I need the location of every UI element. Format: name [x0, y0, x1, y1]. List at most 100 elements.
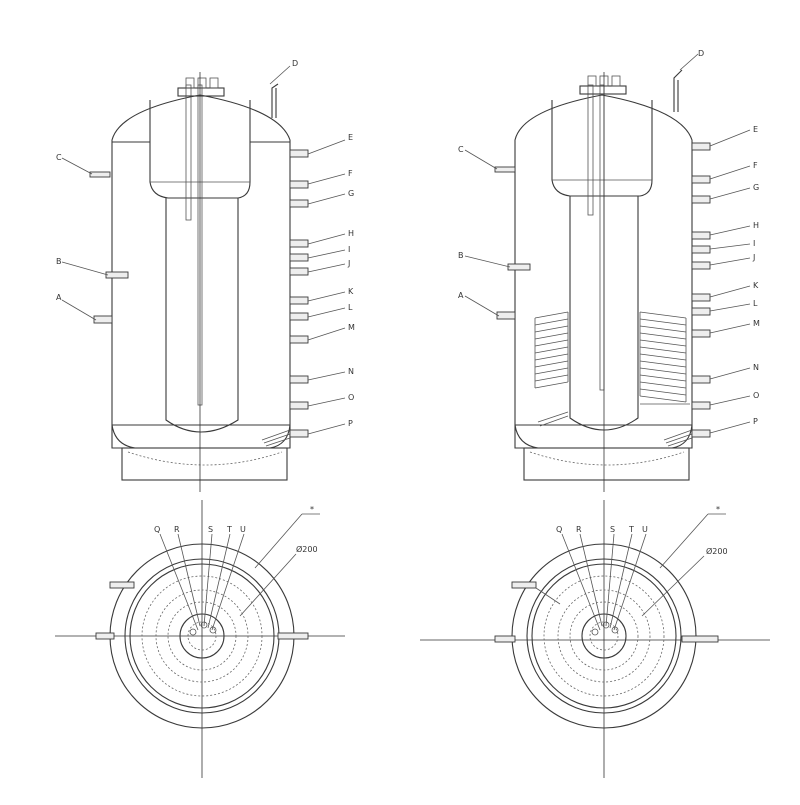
leader-U	[211, 533, 245, 631]
leader-C	[464, 149, 498, 170]
connection-H	[691, 231, 711, 240]
connection-G	[691, 195, 711, 204]
leader-Q	[159, 533, 199, 631]
label-F: F	[348, 169, 353, 178]
vent-pipe	[673, 69, 683, 112]
connection-E	[289, 149, 309, 158]
connection-B	[507, 263, 531, 271]
leader-T	[207, 533, 231, 629]
label-U: U	[240, 525, 246, 534]
flange-bolt	[185, 77, 195, 89]
label-I: I	[348, 245, 350, 254]
connection-E	[691, 142, 711, 151]
label-H: H	[753, 221, 759, 230]
connection-N	[289, 375, 309, 384]
label-F: F	[753, 161, 758, 170]
leader-P	[709, 421, 751, 434]
label-Q: Q	[154, 525, 160, 534]
leader-K	[709, 285, 751, 298]
connection-M	[691, 329, 711, 338]
port-hole	[189, 628, 197, 636]
label-star: *	[310, 505, 314, 514]
label-L: L	[753, 299, 758, 308]
leader-M	[709, 323, 751, 334]
flange-bolt	[197, 77, 207, 89]
leader-C	[61, 157, 93, 175]
connection-J	[691, 261, 711, 270]
label-S: S	[208, 525, 213, 534]
connection-M	[289, 335, 309, 344]
leader-G	[307, 193, 346, 205]
leader-dim	[239, 553, 297, 617]
leader-D	[679, 53, 699, 71]
leader-B	[464, 255, 511, 268]
label-B: B	[56, 257, 62, 266]
leader-P	[307, 423, 346, 435]
anode-rod	[185, 84, 192, 221]
leader-O	[709, 395, 751, 406]
leader-K	[307, 291, 346, 302]
leader-E	[307, 139, 346, 155]
hidden-circle	[141, 575, 263, 697]
leader-D	[269, 65, 291, 85]
label-C: C	[458, 145, 464, 154]
leader-R	[177, 533, 201, 627]
label-star: *	[716, 505, 720, 514]
vent-pipe	[271, 83, 279, 118]
label-D: D	[698, 49, 704, 58]
leader-dim	[641, 555, 705, 617]
connection-A	[496, 311, 516, 320]
base-skirt	[523, 447, 690, 481]
label-A: A	[458, 291, 464, 300]
inner-head	[551, 100, 653, 197]
leader-I	[709, 243, 751, 250]
base-dome-hidden	[529, 451, 685, 466]
connection-N	[691, 375, 711, 384]
label-G: G	[348, 189, 354, 198]
right-elevation: D C B A E F G H I J K L M N O P	[458, 49, 760, 492]
connection-F	[289, 180, 309, 189]
connection-F	[691, 175, 711, 184]
coil-bottom	[537, 411, 569, 427]
right-plan-view: Q R S T U * Ø200	[420, 500, 770, 778]
sensor-rod	[599, 84, 605, 391]
connection-right	[277, 632, 309, 640]
tank-wall-inner	[129, 563, 275, 709]
connection-right	[681, 635, 719, 643]
hidden-circle	[569, 601, 639, 671]
leader-U	[613, 533, 647, 631]
label-A: A	[56, 293, 62, 302]
leader-Q	[561, 533, 601, 631]
leader-H	[709, 225, 751, 236]
label-M: M	[753, 319, 760, 328]
leader-N	[709, 367, 751, 380]
label-B: B	[458, 251, 464, 260]
top-flange	[579, 85, 627, 95]
connection-K	[289, 296, 309, 305]
leader-O	[307, 397, 346, 407]
label-R: R	[174, 525, 180, 534]
label-O: O	[753, 391, 759, 400]
label-K: K	[753, 281, 759, 290]
label-J: J	[752, 253, 755, 262]
leader-L	[709, 303, 751, 312]
drain-hatch	[261, 429, 291, 447]
connection-I	[691, 245, 711, 254]
leader-A	[464, 295, 500, 317]
leader-R	[579, 533, 603, 627]
leader-F	[307, 173, 346, 185]
connection-C	[89, 171, 111, 178]
flange-bolt	[587, 75, 597, 87]
hidden-circle	[167, 601, 237, 671]
flange-circle	[179, 613, 225, 659]
leader-A	[61, 299, 97, 321]
leader-G	[709, 187, 751, 200]
base-dome-hidden	[127, 451, 283, 466]
label-M: M	[348, 323, 355, 332]
label-N: N	[753, 363, 759, 372]
label-C: C	[56, 153, 62, 162]
left-plan-view: Q R S T U * Ø200	[55, 500, 345, 778]
coil-connection	[535, 587, 561, 605]
label-E: E	[753, 125, 758, 134]
leader-J	[307, 263, 346, 273]
